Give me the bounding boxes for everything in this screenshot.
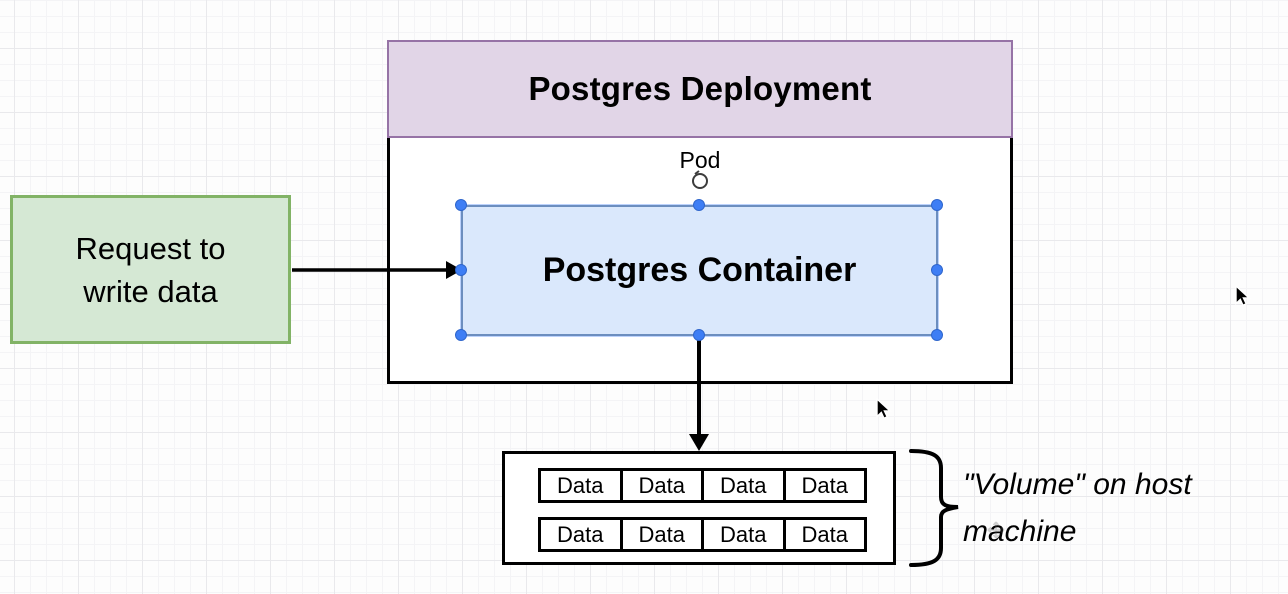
pod-label: Pod	[679, 147, 721, 173]
arrowhead-down-icon	[689, 434, 709, 451]
curly-brace-shape[interactable]	[909, 449, 959, 567]
volume-caption-line2: machine	[963, 515, 1077, 548]
deployment-header-node[interactable]: Postgres Deployment	[387, 40, 1013, 138]
mouse-pointer-icon	[1235, 285, 1251, 307]
data-cell[interactable]: Data	[541, 520, 623, 549]
data-cell[interactable]: Data	[801, 521, 848, 547]
postgres-container-node[interactable]: Postgres Container	[461, 205, 938, 336]
mouse-pointer-icon	[876, 398, 892, 420]
request-label-line1: Request to	[75, 230, 226, 266]
container-label: Postgres Container	[542, 251, 857, 289]
data-row[interactable]: Data Data Data Data	[538, 468, 867, 503]
request-label-line2: write data	[83, 273, 218, 309]
request-node[interactable]: Request to write data	[10, 195, 291, 344]
data-cell[interactable]: Data	[801, 472, 848, 498]
volume-caption-line1: "Volume" on host	[963, 468, 1192, 501]
data-cell[interactable]: Data	[704, 520, 786, 549]
data-row[interactable]: Data Data Data Data	[538, 517, 867, 552]
volume-caption[interactable]: "Volume" on host machine	[963, 461, 1288, 555]
data-cell[interactable]: Data	[704, 471, 786, 500]
deployment-title: Postgres Deployment	[528, 70, 872, 107]
data-cell[interactable]: Data	[623, 471, 704, 500]
volume-node[interactable]: Data Data Data Data Data Data Data Data	[502, 451, 896, 565]
data-cell[interactable]: Data	[623, 520, 704, 549]
data-cell[interactable]: Data	[541, 471, 623, 500]
